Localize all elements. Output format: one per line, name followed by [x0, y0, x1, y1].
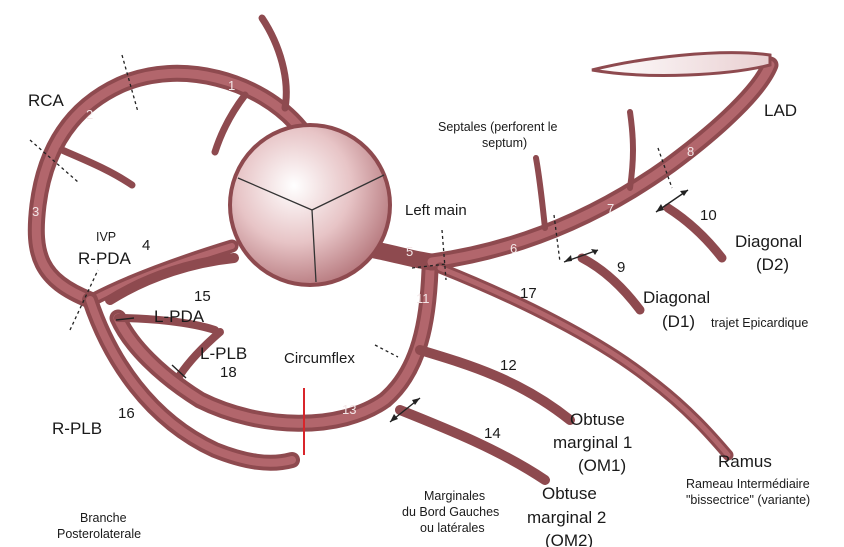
label-om1-line2: marginal 1	[553, 433, 632, 452]
segment-8: 8	[687, 144, 694, 159]
label-rameau-line1: Rameau Intermédiaire	[686, 477, 810, 491]
anatomy-labels: RCA LAD Left main Septales (perforent le…	[28, 91, 810, 547]
lad-vessel	[366, 51, 779, 461]
label-om2-line2: marginal 2	[527, 508, 606, 527]
segment-17: 17	[520, 285, 537, 302]
segment-numbers: 1 2 3 5 6 7 8 11 13	[32, 78, 694, 417]
label-diagonal-d2-line2: (D2)	[756, 255, 789, 274]
label-rca: RCA	[28, 91, 65, 110]
label-r-pda: R-PDA	[78, 249, 132, 268]
segment-13: 13	[342, 402, 356, 417]
segment-2: 2	[86, 107, 93, 122]
label-left-main: Left main	[405, 202, 467, 219]
label-septales-line1: Septales (perforent le	[438, 120, 558, 134]
label-om2-line3: (OM2)	[545, 531, 593, 547]
segment-11: 11	[416, 291, 430, 306]
segment-16: 16	[118, 405, 135, 422]
segment-6: 6	[510, 241, 517, 256]
label-trajet-epicardique: trajet Epicardique	[711, 316, 808, 330]
label-diagonal-d2-line1: Diagonal	[735, 232, 802, 251]
label-branche-line1: Branche	[80, 511, 127, 525]
label-r-plb: R-PLB	[52, 419, 102, 438]
label-marginales-line3: ou latérales	[420, 521, 485, 535]
label-septales-line2: septum)	[482, 136, 527, 150]
label-l-pda: L-PDA	[154, 307, 205, 326]
label-marginales-line2: du Bord Gauches	[402, 505, 499, 519]
label-ramus: Ramus	[718, 452, 772, 471]
segment-7: 7	[607, 201, 614, 216]
branch-arrows	[115, 189, 689, 423]
segment-1: 1	[228, 78, 235, 93]
label-diagonal-d1-line2: (D1)	[662, 312, 695, 331]
label-diagonal-d1-line1: Diagonal	[643, 288, 710, 307]
label-l-plb: L-PLB	[200, 344, 247, 363]
segment-12: 12	[500, 357, 517, 374]
segment-3: 3	[32, 204, 39, 219]
rca-vessel	[27, 14, 309, 471]
segment-boundaries	[29, 54, 673, 358]
aorta	[228, 123, 392, 287]
segment-5: 5	[406, 244, 413, 259]
segment-10: 10	[700, 207, 717, 224]
label-om1-line3: (OM1)	[578, 456, 626, 475]
label-rameau-line2: "bissectrice" (variante)	[686, 493, 810, 507]
label-lad: LAD	[764, 101, 797, 120]
segment-14: 14	[484, 425, 501, 442]
label-branche-line2: Posterolaterale	[57, 527, 141, 541]
circumflex-vessel	[109, 261, 575, 485]
label-om2-line1: Obtuse	[542, 484, 597, 503]
branch-numbers: 4 9 10 12 14 15 16 17 18	[118, 207, 717, 442]
segment-15: 15	[194, 288, 211, 305]
segment-18: 18	[220, 364, 237, 381]
label-om1-line1: Obtuse	[570, 410, 625, 429]
label-circumflex: Circumflex	[284, 350, 355, 367]
label-marginales-line1: Marginales	[424, 489, 485, 503]
segment-4: 4	[142, 237, 150, 254]
label-ivp: IVP	[96, 230, 116, 244]
segment-9: 9	[617, 259, 625, 276]
